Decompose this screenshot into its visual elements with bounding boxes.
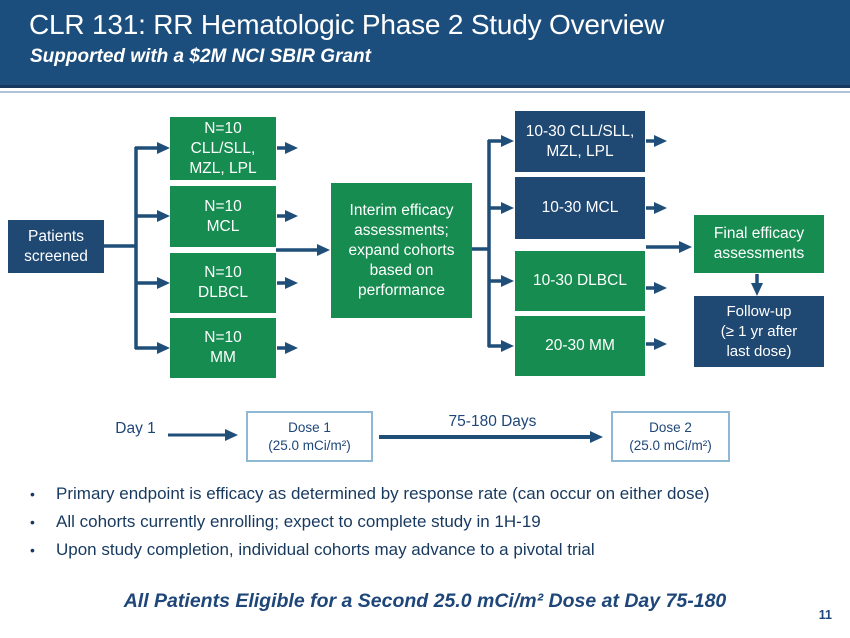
slide-title: CLR 131: RR Hematologic Phase 2 Study Ov… [29, 9, 665, 40]
bullet-text-1: Primary endpoint is efficacy as determin… [56, 484, 710, 503]
box-followup: Follow-up (≥ 1 yr after last dose) [694, 296, 824, 367]
bullet-icon: • [30, 514, 35, 530]
bullet-item-2: • All cohorts currently enrolling; expec… [0, 512, 820, 532]
dose1-box: Dose 1 (25.0 mCi/m²) [246, 411, 373, 462]
slide-subtitle: Supported with a $2M NCI SBIR Grant [30, 46, 371, 67]
bullet-icon: • [30, 486, 35, 502]
box-cohort-cll: N=10 CLL/SLL, MZL, LPL [170, 117, 276, 180]
timeline-day1-label: Day 1 [115, 420, 156, 437]
banner-underline [0, 91, 850, 93]
page-number: 11 [818, 608, 832, 622]
box-cohort-mm: N=10 MM [170, 318, 276, 378]
footer-note: All Patients Eligible for a Second 25.0 … [123, 590, 727, 612]
box-cohort-mcl: N=10 MCL [170, 186, 276, 247]
box-expanded-mcl: 10-30 MCL [515, 177, 645, 239]
dose2-box: Dose 2 (25.0 mCi/m²) [611, 411, 730, 462]
bullet-text-3: Upon study completion, individual cohort… [56, 540, 595, 559]
bullet-icon: • [30, 542, 35, 558]
box-expanded-mm: 20-30 MM [515, 316, 645, 376]
box-cohort-dlbcl: N=10 DLBCL [170, 253, 276, 313]
bullet-list: • Primary endpoint is efficacy as determ… [0, 484, 820, 568]
box-patients-screened: Patients screened [8, 220, 104, 273]
bullet-text-2: All cohorts currently enrolling; expect … [56, 512, 541, 531]
bullet-item-1: • Primary endpoint is efficacy as determ… [0, 484, 820, 504]
box-expanded-cll: 10-30 CLL/SLL, MZL, LPL [515, 111, 645, 172]
box-expanded-dlbcl: 10-30 DLBCL [515, 251, 645, 311]
box-final-assessments: Final efficacy assessments [694, 215, 824, 273]
header-banner [0, 0, 850, 88]
timeline-interval-label: 75-180 Days [448, 413, 537, 430]
bullet-item-3: • Upon study completion, individual coho… [0, 540, 820, 560]
box-interim-assessments: Interim efficacy assessments; expand coh… [331, 183, 472, 318]
